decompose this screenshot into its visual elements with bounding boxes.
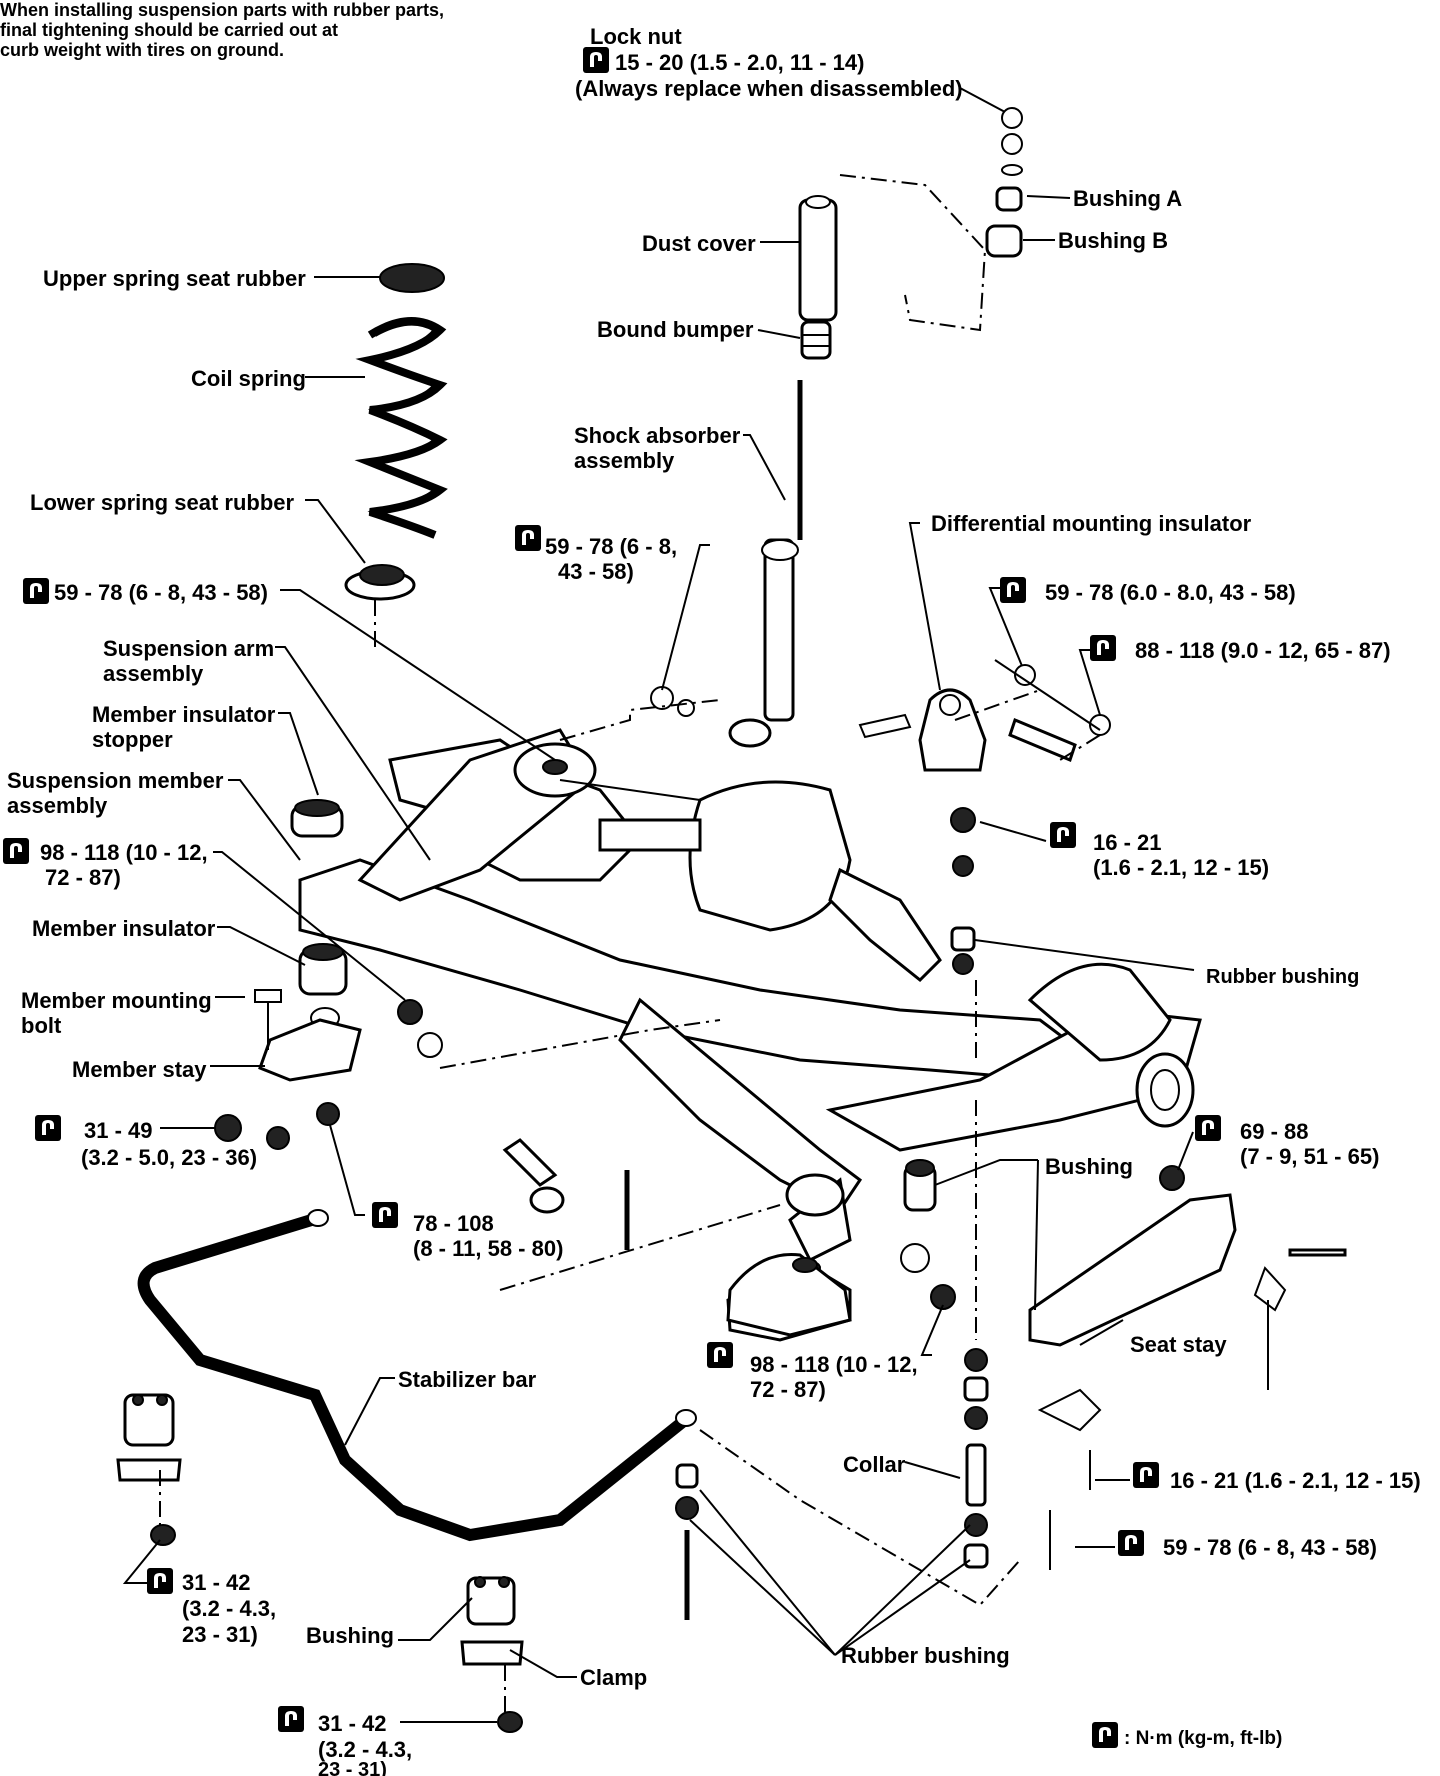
- label-torque-arm: 59 - 78 (6 - 8, 43 - 58): [54, 580, 268, 605]
- label-suspension-member-1: Suspension member: [7, 768, 224, 793]
- label-torque-69-1: 69 - 88: [1240, 1119, 1309, 1144]
- label-bushing-b: Bushing B: [1058, 228, 1168, 253]
- member-insulator-drawing: [214, 943, 443, 1150]
- label-torque-78-2: (8 - 11, 58 - 80): [413, 1236, 563, 1261]
- torque-wrench-icon: [515, 525, 541, 551]
- label-upper-spring-seat-rubber: Upper spring seat rubber: [43, 266, 306, 291]
- torque-wrench-icon: [278, 1706, 304, 1732]
- label-torque-31-42-b-1: 31 - 42: [318, 1711, 387, 1736]
- label-torque-diff-2: 88 - 118 (9.0 - 12, 65 - 87): [1135, 638, 1391, 663]
- label-torque-98-low-1: 98 - 118 (10 - 12,: [750, 1352, 918, 1377]
- label-suspension-arm-1: Suspension arm: [103, 636, 274, 661]
- label-coil-spring: Coil spring: [191, 366, 306, 391]
- stabilizer-bushing-drawing: [116, 1393, 524, 1733]
- label-bushing-mid: Bushing: [1045, 1154, 1133, 1179]
- seat-stay-drawing: [1028, 1165, 1347, 1570]
- label-member-mounting-bolt-1: Member mounting: [21, 988, 212, 1013]
- label-shock-absorber-2: assembly: [574, 448, 675, 473]
- label-torque-member-1: 98 - 118 (10 - 12,: [40, 840, 208, 865]
- lower-spring-seat-drawing: [344, 564, 416, 601]
- label-torque-31-42-a-3: 23 - 31): [182, 1622, 258, 1647]
- note-line-3: curb weight with tires on ground.: [0, 40, 284, 60]
- label-member-stay: Member stay: [72, 1057, 207, 1082]
- label-torque-diff-1: 59 - 78 (6.0 - 8.0, 43 - 58): [1045, 580, 1296, 605]
- label-member-insulator: Member insulator: [32, 916, 216, 941]
- bound-bumper-drawing: [800, 320, 832, 360]
- torque-wrench-icon: [35, 1115, 61, 1141]
- label-member-mounting-bolt-2: bolt: [21, 1013, 62, 1038]
- label-diff-mounting-insulator: Differential mounting insulator: [931, 511, 1252, 536]
- label-rubber-bushing-low: Rubber bushing: [841, 1643, 1010, 1668]
- torque-wrench-icons: [3, 47, 1221, 1748]
- label-torque-31-42-b-2: (3.2 - 4.3,: [318, 1737, 412, 1762]
- torque-wrench-icon: [1118, 1530, 1144, 1556]
- label-seat-stay: Seat stay: [1130, 1332, 1227, 1357]
- member-stay-lower-drawing: [726, 1252, 852, 1337]
- label-torque-31-49-1: 31 - 49: [84, 1118, 153, 1143]
- torque-wrench-icon: [1133, 1462, 1159, 1488]
- torque-wrench-icon: [1000, 577, 1026, 603]
- note-line-2: final tightening should be carried out a…: [0, 20, 338, 40]
- label-torque-31-42-b-3: 23 - 31): [318, 1759, 387, 1776]
- collar-stack-drawing: [675, 807, 989, 1620]
- label-lock-nut-torque: 15 - 20 (1.5 - 2.0, 11 - 14): [615, 50, 864, 75]
- label-torque-69-2: (7 - 9, 51 - 65): [1240, 1144, 1379, 1169]
- label-torque-98-low-2: 72 - 87): [750, 1377, 826, 1402]
- label-suspension-arm-2: assembly: [103, 661, 204, 686]
- torque-wrench-icon: [707, 1342, 733, 1368]
- label-torque-16-2: (1.6 - 2.1, 12 - 15): [1093, 855, 1269, 880]
- note-line-1: When installing suspension parts with ru…: [0, 0, 444, 20]
- torque-wrench-icon: [1090, 635, 1116, 661]
- label-torque-31-49-2: (3.2 - 5.0, 23 - 36): [81, 1145, 257, 1170]
- label-torque-16-1: 16 - 21: [1093, 830, 1162, 855]
- coil-spring-drawing: [354, 317, 448, 539]
- dash-connectors: [439, 689, 1101, 1607]
- label-torque-shock-2: 43 - 58): [558, 559, 634, 584]
- label-dust-cover: Dust cover: [642, 231, 756, 256]
- label-rubber-bushing-right: Rubber bushing: [1206, 966, 1359, 988]
- label-bushing-low: Bushing: [306, 1623, 394, 1648]
- shock-dash-path: [839, 174, 987, 332]
- label-collar: Collar: [843, 1452, 906, 1477]
- torque-wrench-icon: [23, 578, 49, 604]
- lock-nut-drawing: [985, 107, 1023, 258]
- label-lock-nut-note: (Always replace when disassembled): [575, 76, 963, 101]
- label-shock-absorber-1: Shock absorber: [574, 423, 741, 448]
- diff-mounting-insulator-drawing: [858, 664, 1111, 772]
- torque-wrench-icon: [3, 838, 29, 864]
- torque-wrench-icon: [1050, 822, 1076, 848]
- torque-wrench-icon: [147, 1568, 173, 1594]
- label-torque-59-low: 59 - 78 (6 - 8, 43 - 58): [1163, 1535, 1377, 1560]
- upper-spring-seat-drawing: [379, 263, 445, 293]
- member-insulator-stopper-drawing: [290, 799, 344, 838]
- label-torque-31-42-a-1: 31 - 42: [182, 1570, 251, 1595]
- shock-absorber-drawing: [650, 380, 803, 748]
- torque-wrench-icon: [372, 1202, 398, 1228]
- label-torque-31-42-a-2: (3.2 - 4.3,: [182, 1596, 276, 1621]
- label-member-insulator-stopper-1: Member insulator: [92, 702, 276, 727]
- label-clamp: Clamp: [580, 1665, 647, 1690]
- label-bushing-a: Bushing A: [1073, 186, 1182, 211]
- label-torque-shock-1: 59 - 78 (6 - 8,: [545, 534, 677, 559]
- torque-wrench-icon: [1092, 1722, 1118, 1748]
- torque-wrench-icon: [583, 47, 609, 73]
- leader-lines: [122, 87, 1195, 1723]
- label-torque-16-low: 16 - 21 (1.6 - 2.1, 12 - 15): [1170, 1468, 1421, 1493]
- label-legend-units: : N·m (kg-m, ft-lb): [1124, 1728, 1282, 1749]
- label-suspension-member-2: assembly: [7, 793, 108, 818]
- label-torque-78-1: 78 - 108: [413, 1211, 494, 1236]
- dust-cover-drawing: [798, 195, 838, 322]
- label-torque-member-2: 72 - 87): [45, 865, 121, 890]
- label-bound-bumper: Bound bumper: [597, 317, 754, 342]
- label-lock-nut: Lock nut: [590, 24, 682, 49]
- label-member-insulator-stopper-2: stopper: [92, 727, 173, 752]
- torque-wrench-icon: [1195, 1115, 1221, 1141]
- label-stabilizer-bar: Stabilizer bar: [398, 1367, 537, 1392]
- differential-drawing: [559, 779, 942, 983]
- label-lower-spring-seat-rubber: Lower spring seat rubber: [30, 490, 294, 515]
- stabilizer-bar-drawing: [137, 1209, 697, 1542]
